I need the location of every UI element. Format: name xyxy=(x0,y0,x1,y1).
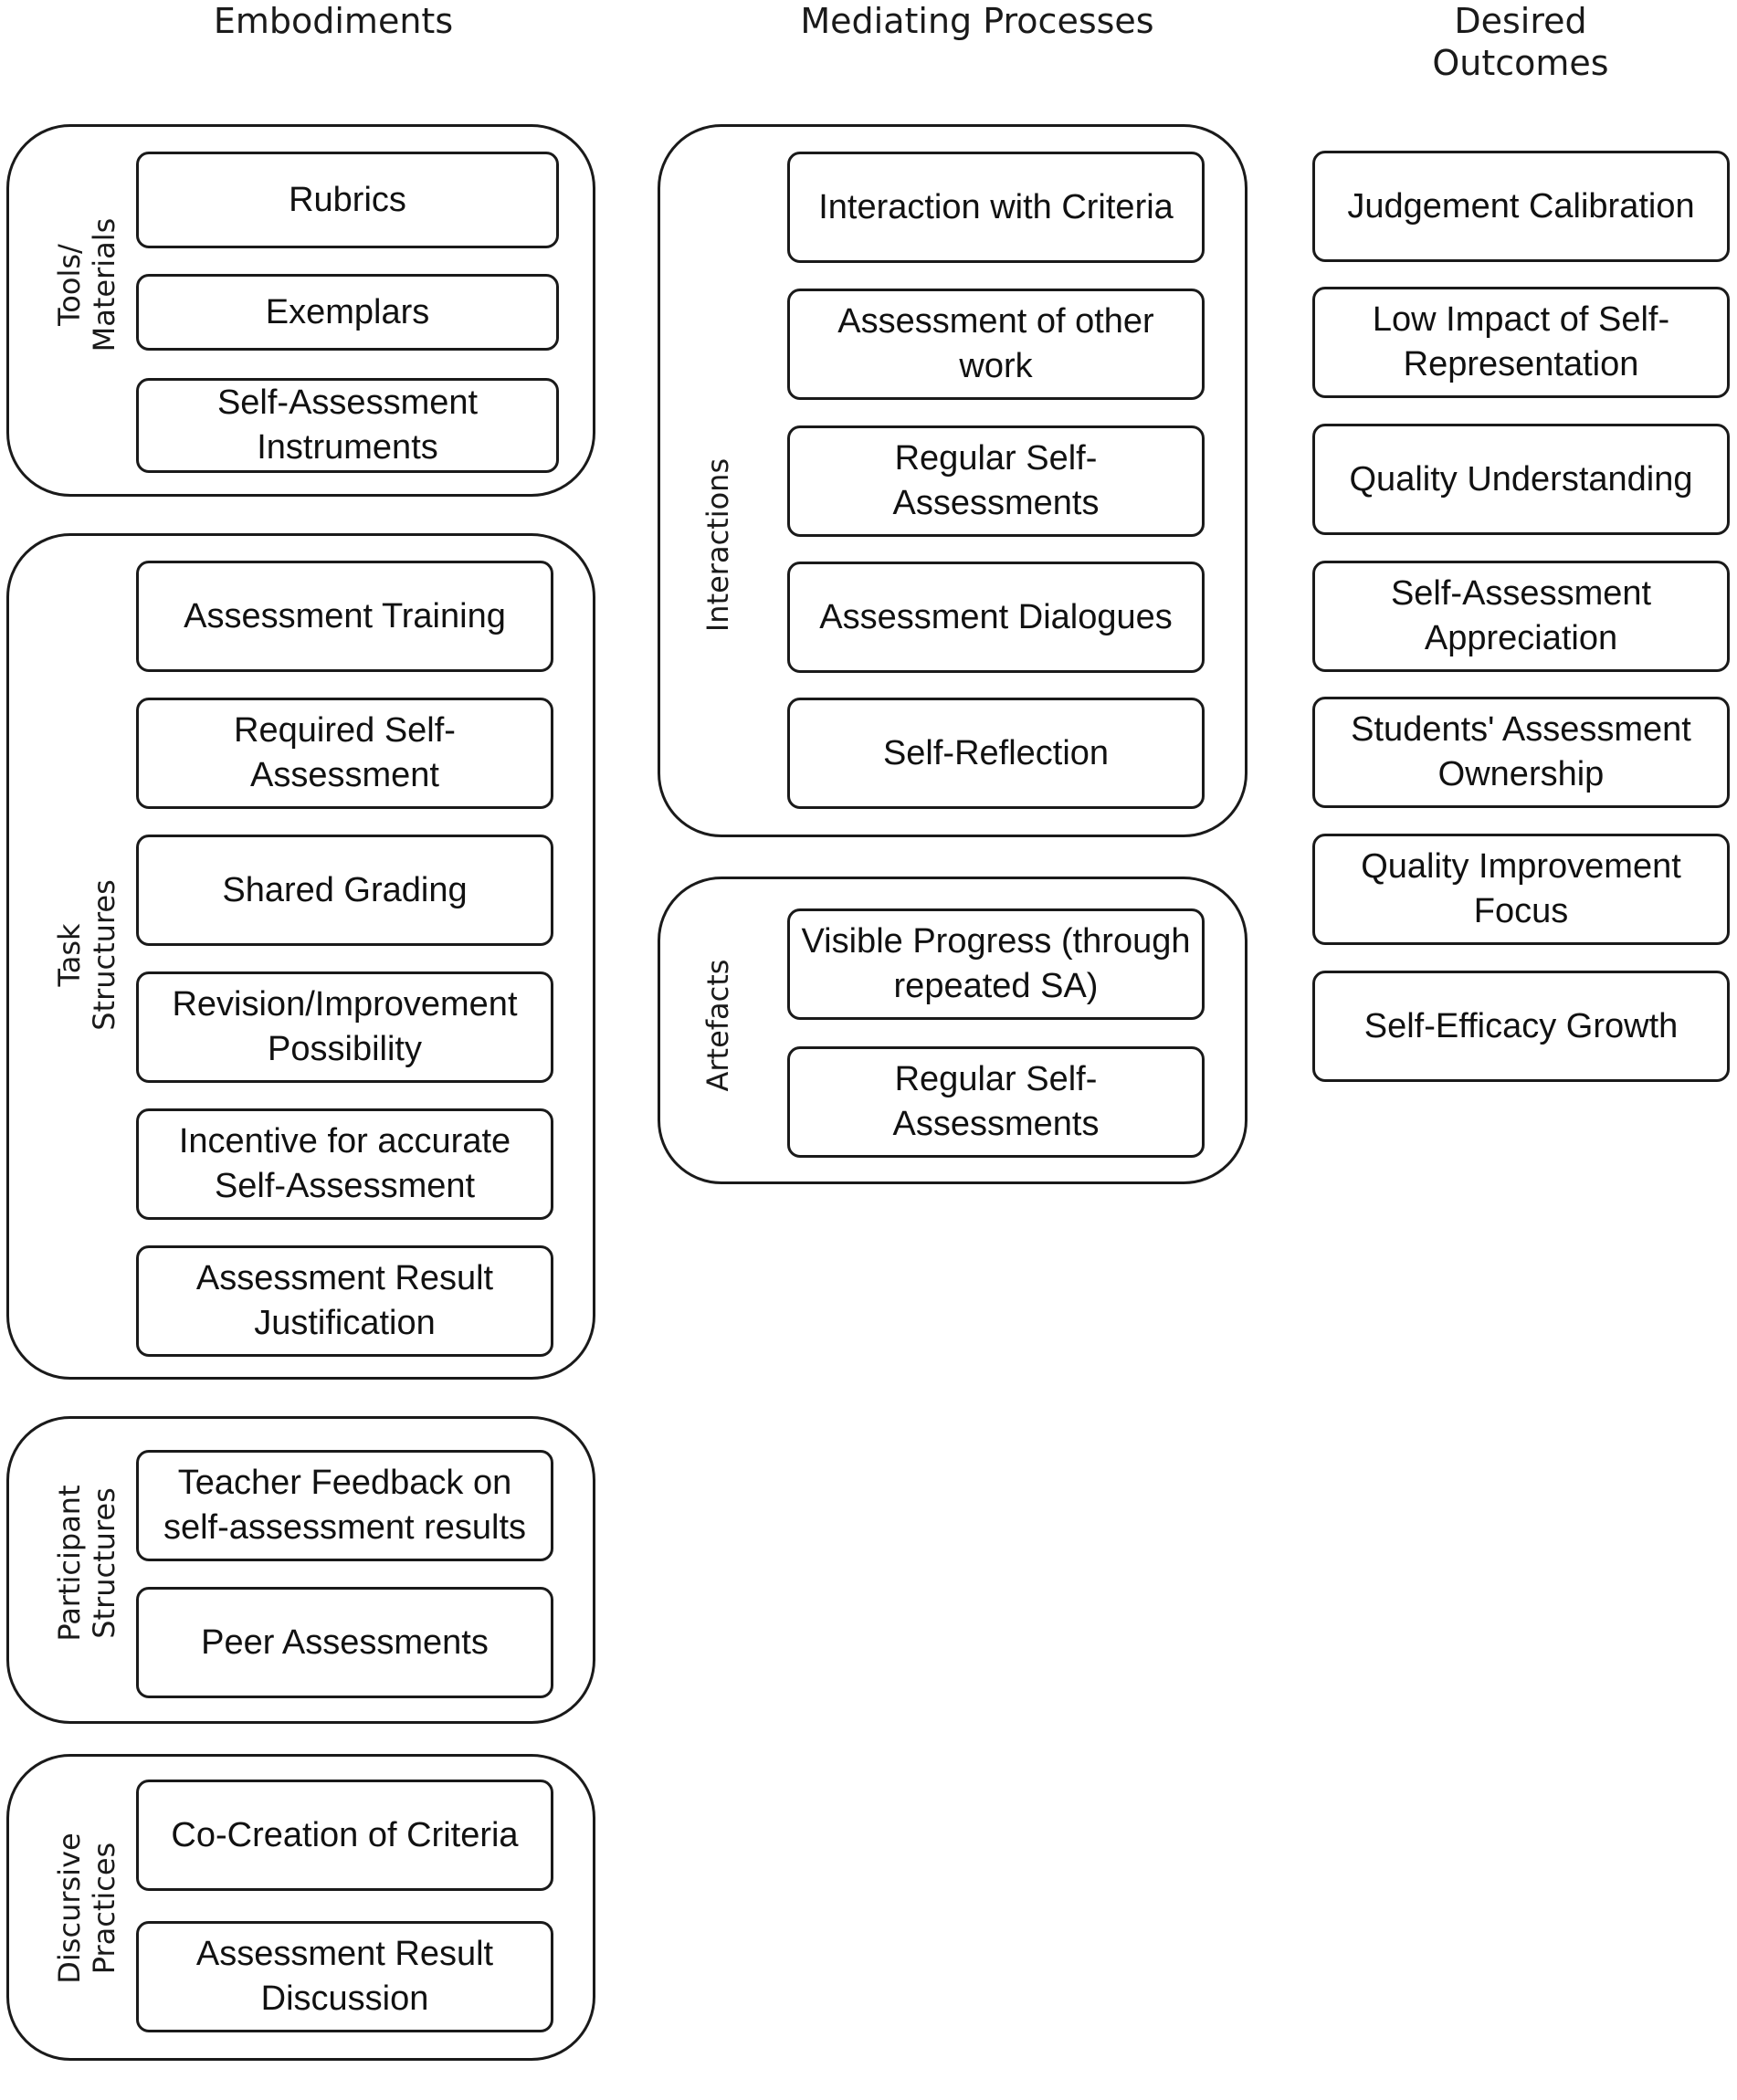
node-assessment-result-discussion: Assessment Result Discussion xyxy=(136,1921,553,2032)
outcome-low-impact-self-representation: Low Impact of Self-Representation xyxy=(1312,287,1730,398)
node-assessment-training: Assessment Training xyxy=(136,561,553,672)
node-revision-improvement-possibility: Revision/Improvement Possibility xyxy=(136,971,553,1083)
group-task-structures xyxy=(6,533,595,1380)
node-assessment-dialogues: Assessment Dialogues xyxy=(787,562,1205,673)
outcome-quality-improvement-focus: Quality Improvement Focus xyxy=(1312,834,1730,945)
node-assessment-result-justification: Assessment Result Justification xyxy=(136,1245,553,1357)
column-header-mediating-processes: Mediating Processes xyxy=(800,1,1154,41)
node-assessment-of-other-work: Assessment of other work xyxy=(787,289,1205,400)
column-header-embodiments: Embodiments xyxy=(213,1,454,41)
node-incentive-accurate-self-assessment: Incentive for accurate Self-Assessment xyxy=(136,1108,553,1220)
node-self-assessment-instruments: Self-Assessment Instruments xyxy=(136,378,559,473)
node-exemplars: Exemplars xyxy=(136,274,559,351)
outcome-judgement-calibration: Judgement Calibration xyxy=(1312,151,1730,262)
outcome-quality-understanding: Quality Understanding xyxy=(1312,424,1730,535)
node-regular-self-assessments-artefact: Regular Self-Assessments xyxy=(787,1046,1205,1158)
column-header-desired-outcomes: Desired Outcomes xyxy=(1432,1,1609,83)
node-regular-self-assessments: Regular Self-Assessments xyxy=(787,425,1205,537)
node-interaction-with-criteria: Interaction with Criteria xyxy=(787,152,1205,263)
node-visible-progress: Visible Progress (through repeated SA) xyxy=(787,908,1205,1020)
outcome-self-assessment-appreciation: Self-Assessment Appreciation xyxy=(1312,561,1730,672)
node-shared-grading: Shared Grading xyxy=(136,835,553,946)
node-rubrics: Rubrics xyxy=(136,152,559,248)
node-teacher-feedback: Teacher Feedback on self-assessment resu… xyxy=(136,1450,553,1561)
node-peer-assessments: Peer Assessments xyxy=(136,1587,553,1698)
node-co-creation-of-criteria: Co-Creation of Criteria xyxy=(136,1780,553,1891)
node-required-self-assessment: Required Self-Assessment xyxy=(136,698,553,809)
outcome-self-efficacy-growth: Self-Efficacy Growth xyxy=(1312,971,1730,1082)
outcome-students-assessment-ownership: Students' Assessment Ownership xyxy=(1312,697,1730,808)
node-self-reflection: Self-Reflection xyxy=(787,698,1205,809)
